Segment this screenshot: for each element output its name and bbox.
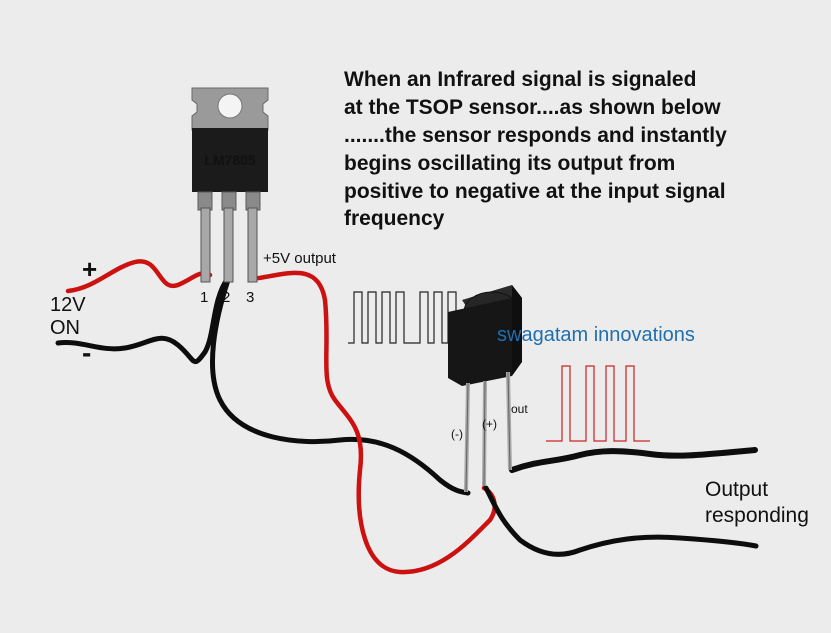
- regulator-mounting-hole: [217, 93, 243, 119]
- tsop-plus-label: (+): [482, 417, 497, 431]
- tsop-side: [512, 285, 522, 376]
- tsop-lead-plus-edge: [483, 380, 486, 487]
- supply-state-label: ON: [50, 317, 80, 339]
- output-voltage-label: +5V output: [263, 250, 337, 267]
- output-label-line1: Output: [705, 478, 768, 501]
- tsop-sensor: [448, 285, 522, 493]
- lm7805-regulator: LM7805: [191, 87, 269, 283]
- description-line-1: When an Infrared signal is signaled: [344, 68, 696, 91]
- tsop-lead-minus-edge: [465, 382, 469, 493]
- regulator-pin3: [247, 207, 258, 283]
- regulator-pin1: [200, 207, 211, 283]
- tsop-minus-label: (-): [451, 427, 463, 441]
- ground-wire-sensor: [210, 277, 471, 496]
- ground-wire-supply: [55, 275, 231, 365]
- description-text: When an Infrared signal is signaled at t…: [344, 68, 727, 230]
- regulator-body: [192, 128, 268, 192]
- supply-plus-sign: +: [82, 254, 97, 284]
- description-line-4: begins oscillating its output from: [344, 152, 675, 175]
- output-5v-wire: [249, 270, 497, 575]
- pin2-number: 2: [222, 289, 230, 306]
- output-response-waveform: [546, 365, 650, 442]
- tsop-body: [448, 298, 512, 386]
- regulator-label: LM7805: [204, 152, 256, 168]
- description-line-5: positive to negative at the input signal: [344, 180, 726, 203]
- watermark-text: swagatam innovations: [497, 324, 695, 346]
- supply-minus-sign: -: [82, 337, 91, 368]
- supply-positive-wire: [65, 259, 213, 294]
- output-wire-upper: [509, 447, 758, 473]
- pin1-number: 1: [200, 289, 208, 306]
- input-ir-waveform: [348, 291, 457, 344]
- output-label-line2: responding: [705, 504, 809, 527]
- output-wire-lower: [483, 485, 759, 557]
- tsop-lead-out-edge: [507, 371, 511, 471]
- regulator-pin3-shoulder: [245, 191, 261, 211]
- description-line-6: frequency: [344, 207, 445, 230]
- description-line-3: .......the sensor responds and instantly: [344, 124, 727, 147]
- regulator-pin1-shoulder: [197, 191, 213, 211]
- regulator-pin2-shoulder: [221, 191, 237, 211]
- regulator-pin2: [223, 207, 234, 283]
- tsop-out-label: out: [511, 402, 528, 416]
- supply-voltage-label: 12V: [50, 294, 86, 316]
- pin3-number: 3: [246, 289, 254, 306]
- description-line-2: at the TSOP sensor....as shown below: [344, 96, 721, 119]
